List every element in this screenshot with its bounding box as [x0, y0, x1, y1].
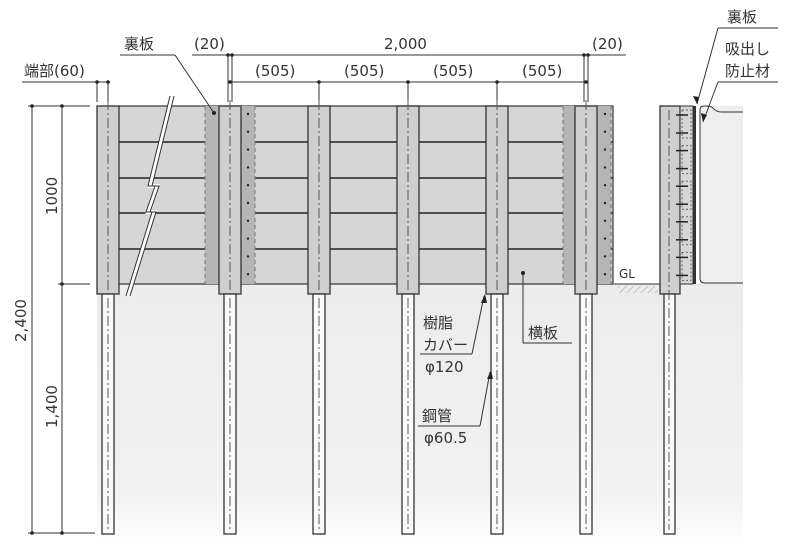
- leader-arrows: [212, 96, 707, 379]
- side-post-cover: [659, 105, 681, 295]
- back-board: [205, 106, 219, 284]
- ground-hatch: [618, 286, 658, 293]
- horizontal-board-label: 横板: [528, 324, 558, 342]
- steel-pipe-size: φ60.5: [424, 429, 467, 447]
- screw: [603, 255, 607, 258]
- board-section: [681, 251, 692, 281]
- screw: [603, 237, 607, 240]
- horizontal-boards: [117, 105, 614, 285]
- end-offset-dim: 端部(60): [24, 62, 85, 80]
- back-board-side-label: 裏板: [727, 8, 757, 26]
- board-section: [681, 109, 692, 139]
- resin-cover-label: 樹脂: [423, 314, 453, 332]
- screw: [603, 219, 607, 222]
- steel-pipe-label: 鋼管: [422, 407, 452, 425]
- span-total-dim: 2,000: [384, 35, 427, 53]
- spacing-dim: (505): [255, 62, 295, 80]
- anti-washout-label: 吸出し: [725, 40, 770, 58]
- anti-washout-sheet: [699, 105, 743, 284]
- screw: [603, 201, 607, 205]
- resin-cover-label: カバー: [423, 336, 468, 354]
- screw: [603, 184, 607, 187]
- screw: [246, 184, 250, 187]
- break-line: [126, 95, 174, 297]
- board-section: [681, 180, 692, 210]
- height-above-dim: 1000: [43, 177, 61, 215]
- gap-right-dim: (20): [592, 35, 623, 53]
- ground-level-label: GL: [619, 267, 635, 281]
- break-line-edges: [125, 95, 175, 297]
- screw: [246, 130, 250, 133]
- board-section: [681, 145, 692, 175]
- height-below-dim: 1,400: [43, 385, 61, 428]
- ground-area: [97, 284, 743, 546]
- screw: [603, 148, 607, 151]
- dimension-dots: [30, 53, 590, 535]
- backfill-soil: [700, 106, 743, 284]
- screw: [246, 166, 250, 169]
- spacing-dim: (505): [522, 62, 562, 80]
- spacing-dim: (505): [433, 62, 473, 80]
- screw: [246, 201, 250, 205]
- screw: [603, 112, 607, 116]
- back-board: [241, 106, 255, 284]
- side-back-board: [693, 106, 696, 284]
- screw: [246, 112, 250, 116]
- screw: [246, 255, 250, 258]
- screw: [603, 166, 607, 169]
- board-section: [681, 216, 692, 246]
- back-board: [597, 106, 611, 284]
- leader-lines: [120, 27, 778, 427]
- anti-washout-label: 防止材: [725, 62, 770, 80]
- screw: [603, 130, 607, 133]
- screw: [246, 237, 250, 240]
- back-board-outlines: [204, 106, 612, 284]
- screw: [246, 148, 250, 151]
- height-total-dim: 2,400: [12, 299, 30, 342]
- screw: [246, 273, 250, 276]
- screw: [246, 219, 250, 222]
- gap-left-dim: (20): [194, 35, 225, 53]
- resin-cover-size: φ120: [425, 358, 464, 376]
- spacing-dim: (505): [344, 62, 384, 80]
- screw: [603, 273, 607, 276]
- back-board: [563, 106, 575, 284]
- back-board-label: 裏板: [124, 35, 154, 53]
